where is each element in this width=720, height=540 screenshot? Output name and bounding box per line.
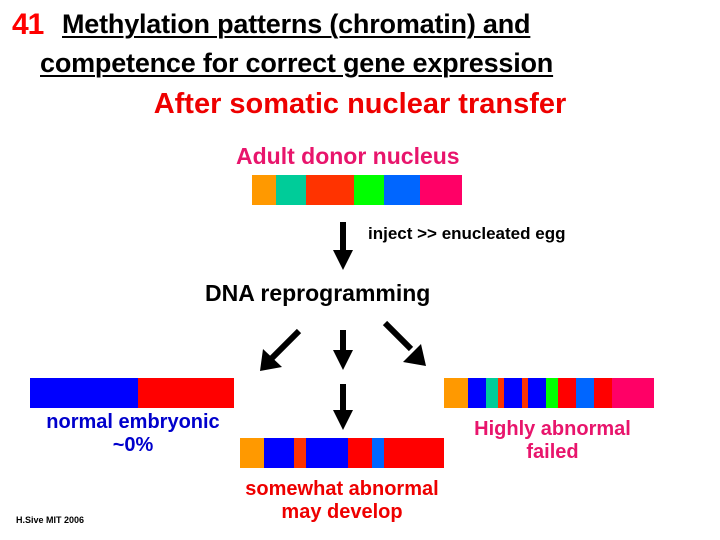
outcome-highly-label: Highly abnormal failed <box>440 418 665 464</box>
chromatin-segment <box>30 378 138 408</box>
chromatin-segment <box>138 378 234 408</box>
donor-chromatin-bar <box>252 175 462 205</box>
outcome-normal-line2: ~0% <box>112 434 154 456</box>
chromatin-segment <box>522 378 528 408</box>
outcome-highly-line1: Highly abnormal <box>474 418 631 440</box>
chromatin-segment <box>420 175 462 205</box>
outcome-highly-line2: failed <box>526 441 579 463</box>
chromatin-segment <box>384 175 420 205</box>
slide-title-line-2: competence for correct gene expression <box>40 48 554 78</box>
chromatin-segment <box>558 378 576 408</box>
arrow-down-inject-icon <box>333 222 353 270</box>
dna-reprogramming-label: DNA reprogramming <box>205 280 431 306</box>
arrow-down-center-icon <box>333 330 353 370</box>
slide-title-line-1: Methylation patterns (chromatin) and <box>62 9 531 39</box>
outcome-somewhat-line1: somewhat abnormal <box>245 478 439 500</box>
credit-footer: H.Sive MIT 2006 <box>16 515 85 525</box>
chromatin-segment <box>576 378 594 408</box>
outcome-normal-label: normal embryonic ~0% <box>18 411 248 457</box>
chromatin-segment <box>348 438 372 468</box>
somewhat-abnormal-chromatin-bar <box>240 438 444 468</box>
chromatin-segment <box>252 175 276 205</box>
chromatin-segment <box>264 438 294 468</box>
donor-nucleus-label: Adult donor nucleus <box>236 143 460 169</box>
chromatin-segment <box>306 175 354 205</box>
inject-label: inject >> enucleated egg <box>368 224 566 243</box>
outcome-somewhat-line2: may develop <box>281 501 403 523</box>
chromatin-segment <box>486 378 498 408</box>
chromatin-segment <box>498 378 504 408</box>
chromatin-segment <box>594 378 612 408</box>
outcome-somewhat-label: somewhat abnormal may develop <box>222 478 462 524</box>
chromatin-segment <box>504 378 522 408</box>
chromatin-segment <box>306 438 348 468</box>
chromatin-segment <box>294 438 306 468</box>
chromatin-segment <box>372 438 384 468</box>
chromatin-segment <box>354 175 384 205</box>
chromatin-segment <box>612 378 654 408</box>
slide-subtitle: After somatic nuclear transfer <box>153 88 567 120</box>
arrow-down-somewhat-icon <box>333 384 353 430</box>
arrow-down-right-icon <box>382 320 426 366</box>
outcome-normal-line1: normal embryonic <box>46 411 220 433</box>
slide-number: 41 <box>12 8 44 41</box>
chromatin-segment <box>240 438 264 468</box>
chromatin-segment <box>546 378 558 408</box>
normal-chromatin-bar <box>30 378 234 408</box>
chromatin-segment <box>468 378 486 408</box>
arrow-down-left-icon <box>260 328 302 371</box>
chromatin-segment <box>528 378 546 408</box>
highly-abnormal-chromatin-bar <box>444 378 654 408</box>
chromatin-segment <box>384 438 444 468</box>
chromatin-segment <box>444 378 468 408</box>
chromatin-segment <box>276 175 306 205</box>
